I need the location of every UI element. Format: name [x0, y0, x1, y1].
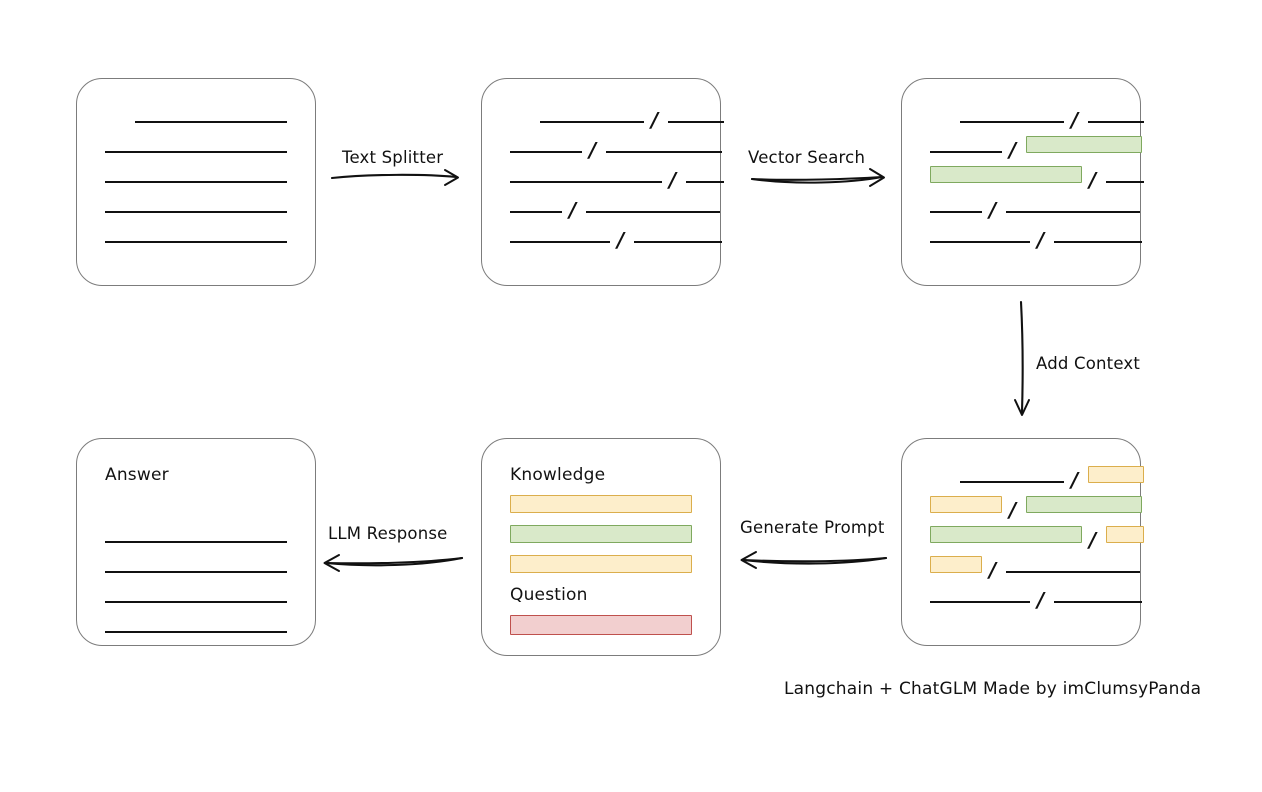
chunk-separator: / [1071, 468, 1079, 492]
text-rule [960, 481, 1064, 483]
text-rule [686, 181, 724, 183]
prompt-bar-green-1 [510, 525, 692, 543]
node-context-chunks: / / / / / [901, 438, 1144, 646]
chunk-separator: / [1037, 588, 1045, 612]
arrow-generate-prompt [740, 551, 888, 569]
chunk-highlight-green [1026, 136, 1142, 153]
text-rule [930, 151, 1002, 153]
text-rule [1006, 571, 1140, 573]
edge-label-llm-response: LLM Response [328, 524, 448, 543]
chunk-separator: / [589, 138, 597, 162]
prompt-bar-red-3 [510, 615, 692, 635]
text-rule [540, 121, 644, 123]
text-rule [1106, 181, 1144, 183]
node-answer-heading-0: Answer [105, 465, 169, 485]
text-rule [105, 151, 287, 153]
chunk-highlight-yellow [1106, 526, 1144, 543]
text-rule [105, 631, 287, 633]
text-rule [960, 121, 1064, 123]
chunk-separator: / [1009, 498, 1017, 522]
text-rule [510, 241, 610, 243]
chunk-separator: / [1089, 168, 1097, 192]
text-rule [510, 151, 582, 153]
chunk-separator: / [651, 108, 659, 132]
text-rule [1088, 121, 1144, 123]
node-split-chunks: / / / / / [481, 78, 724, 286]
text-rule [1054, 601, 1142, 603]
chunk-separator: / [617, 228, 625, 252]
chunk-separator: / [989, 198, 997, 222]
text-rule [634, 241, 722, 243]
prompt-bar-yellow-0 [510, 495, 692, 513]
text-rule [105, 601, 287, 603]
node-source-document [76, 78, 316, 286]
chunk-separator: / [1037, 228, 1045, 252]
text-rule [105, 571, 287, 573]
chunk-separator: / [669, 168, 677, 192]
chunk-highlight-green [1026, 496, 1142, 513]
text-rule [510, 181, 662, 183]
chunk-separator: / [1009, 138, 1017, 162]
chunk-highlight-green [930, 526, 1082, 543]
chunk-highlight-yellow [930, 556, 982, 573]
text-rule [135, 121, 287, 123]
text-rule [1006, 211, 1140, 213]
edge-label-vector-search: Vector Search [748, 148, 866, 167]
text-rule [668, 121, 724, 123]
text-rule [1054, 241, 1142, 243]
chunk-separator: / [569, 198, 577, 222]
text-rule [105, 241, 287, 243]
footer-credit: Langchain + ChatGLM Made by imClumsyPand… [784, 679, 1202, 699]
edge-label-generate-prompt: Generate Prompt [740, 518, 885, 537]
chunk-separator: / [1071, 108, 1079, 132]
chunk-highlight-yellow [1088, 466, 1144, 483]
text-rule [930, 601, 1030, 603]
text-rule [606, 151, 722, 153]
text-rule [586, 211, 720, 213]
node-prompt-heading-1: Question [510, 585, 588, 605]
chunk-separator: / [1089, 528, 1097, 552]
chunk-separator: / [989, 558, 997, 582]
arrow-add-context [1014, 300, 1030, 416]
arrow-llm-response [323, 554, 464, 572]
node-prompt-heading-0: Knowledge [510, 465, 606, 485]
chunk-highlight-yellow [930, 496, 1002, 513]
text-rule [930, 211, 982, 213]
node-answer: Answer [76, 438, 316, 646]
arrow-text-splitter [330, 169, 459, 186]
text-rule [930, 241, 1030, 243]
text-rule [105, 181, 287, 183]
node-vector-matched-chunks: / / / / / [901, 78, 1144, 286]
text-rule [510, 211, 562, 213]
text-rule [105, 211, 287, 213]
arrow-vector-search [750, 168, 885, 187]
prompt-bar-yellow-2 [510, 555, 692, 573]
edge-label-add-context: Add Context [1036, 354, 1141, 373]
edge-label-text-splitter: Text Splitter [342, 148, 444, 167]
chunk-highlight-green [930, 166, 1082, 183]
text-rule [105, 541, 287, 543]
